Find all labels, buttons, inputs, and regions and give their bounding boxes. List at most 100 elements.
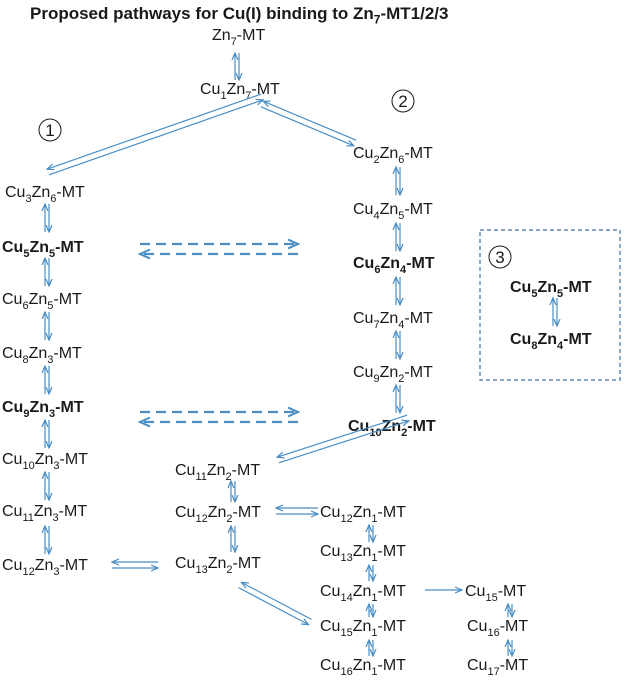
- species-text: -MT: [404, 364, 433, 381]
- species-subscript: 3: [53, 460, 59, 472]
- species-text: Cu: [2, 239, 23, 256]
- diagram-title: Proposed pathways for Cu(I) binding to Z…: [30, 4, 448, 26]
- species-cu14zn1: Cu14Zn1-MT: [320, 583, 406, 604]
- species-text: Cu: [320, 543, 340, 560]
- equilibrium-arrow-forward: [238, 587, 309, 625]
- species-subscript: 2: [401, 427, 407, 439]
- species-subscript: 7: [231, 36, 237, 48]
- species-subscript: 1: [371, 627, 377, 639]
- pathway-3-box: [479, 229, 621, 381]
- species-text: Zn: [353, 657, 372, 674]
- species-text: Zn: [207, 462, 226, 479]
- species-subscript: 6: [50, 193, 56, 205]
- species-text: -MT: [498, 583, 527, 600]
- pathway-circle: [488, 245, 512, 269]
- species-text: Zn: [29, 291, 48, 308]
- species-text: Cu: [353, 364, 373, 381]
- species-subscript: 4: [398, 319, 404, 331]
- species-subscript: 3: [47, 354, 53, 366]
- species-text: Cu: [353, 145, 373, 162]
- species-subscript: 4: [557, 340, 564, 352]
- species-subscript: 3: [25, 193, 31, 205]
- equilibrium-arrow-forward: [260, 106, 354, 146]
- species-subscript: 9: [23, 408, 29, 420]
- species-subscript: 5: [49, 248, 55, 260]
- species-text: Zn: [35, 451, 54, 468]
- species-text: -MT: [53, 291, 82, 308]
- pathway-label-2: 2: [391, 89, 415, 113]
- equilibrium-arrow-forward: [48, 100, 263, 176]
- species-text: -MT: [237, 27, 266, 44]
- species-text: -MT: [60, 557, 89, 574]
- species-text: -MT: [500, 618, 529, 635]
- species-cu11zn2: Cu11Zn2-MT: [175, 462, 260, 483]
- species-subscript: 2: [373, 154, 379, 166]
- species-text: Zn: [380, 255, 400, 272]
- species-text: Cu: [2, 557, 22, 574]
- pathway-label-1: 1: [38, 118, 62, 142]
- species-cu11zn3: Cu11Zn3-MT: [2, 503, 87, 524]
- species-subscript: 16: [487, 627, 499, 639]
- title-text: Proposed pathways for Cu(I) binding to Z…: [30, 4, 374, 23]
- equilibrium-arrow-forward: [278, 421, 409, 464]
- species-subscript: 11: [22, 512, 33, 524]
- species-cu12zn2: Cu12Zn2-MT: [175, 504, 261, 525]
- species-text: Cu: [2, 399, 23, 416]
- species-cu12zn1: Cu12Zn1-MT: [320, 504, 406, 525]
- equilibrium-arrow-reverse: [47, 93, 262, 169]
- species-text: Cu: [510, 331, 531, 348]
- species-subscript: 1: [371, 666, 377, 678]
- species-text: -MT: [563, 331, 592, 348]
- species-text: Cu: [2, 291, 22, 308]
- species-cu16: Cu16-MT: [467, 618, 528, 639]
- species-cu6zn4: Cu6Zn4-MT: [353, 255, 435, 276]
- species-subscript: 7: [245, 90, 251, 102]
- species-cu12zn3: Cu12Zn3-MT: [2, 557, 88, 578]
- species-subscript: 2: [226, 471, 232, 483]
- species-subscript: 3: [53, 512, 59, 524]
- species-text: -MT: [404, 145, 433, 162]
- species-subscript: 13: [340, 552, 352, 564]
- species-text: -MT: [406, 255, 435, 272]
- species-text: Zn: [380, 145, 399, 162]
- species-text: Zn: [380, 310, 399, 327]
- species-text: Cu: [320, 618, 340, 635]
- species-cu8zn3: Cu8Zn3-MT: [2, 345, 82, 366]
- species-text: -MT: [251, 81, 280, 98]
- species-subscript: 2: [398, 373, 404, 385]
- species-subscript: 12: [340, 513, 352, 525]
- species-subscript: 15: [340, 627, 352, 639]
- species-text: -MT: [378, 618, 407, 635]
- species-text: -MT: [55, 239, 84, 256]
- species-text: Cu: [510, 279, 531, 296]
- species-text: -MT: [378, 583, 407, 600]
- species-cu15: Cu15-MT: [465, 583, 526, 604]
- species-cu9zn2: Cu9Zn2-MT: [353, 364, 433, 385]
- species-text: Cu: [2, 503, 22, 520]
- species-subscript: 2: [226, 513, 232, 525]
- species-text: Cu: [467, 657, 487, 674]
- species-text: -MT: [56, 184, 85, 201]
- title-subscript: 7: [373, 12, 381, 27]
- species-text: -MT: [563, 279, 592, 296]
- species-subscript: 4: [400, 264, 407, 276]
- species-text: Zn: [353, 543, 372, 560]
- species-subscript: 6: [22, 300, 28, 312]
- species-subscript: 4: [373, 210, 379, 222]
- species-text: -MT: [407, 418, 436, 435]
- species-subscript: 11: [195, 471, 206, 483]
- species-subscript: 17: [487, 666, 499, 678]
- species-subscript: 9: [373, 373, 379, 385]
- species-text: Cu: [5, 184, 25, 201]
- species-subscript: 8: [22, 354, 28, 366]
- species-cu10zn3: Cu10Zn3-MT: [2, 451, 88, 472]
- species-cu5zn5a: Cu5Zn5-MT: [2, 239, 84, 260]
- species-text: -MT: [53, 345, 82, 362]
- species-cu4zn5: Cu4Zn5-MT: [353, 201, 433, 222]
- species-cu9zn3: Cu9Zn3-MT: [2, 399, 84, 420]
- species-text: -MT: [378, 504, 407, 521]
- species-subscript: 5: [531, 288, 537, 300]
- species-subscript: 10: [22, 460, 34, 472]
- species-cu13zn2: Cu13Zn2-MT: [175, 555, 261, 576]
